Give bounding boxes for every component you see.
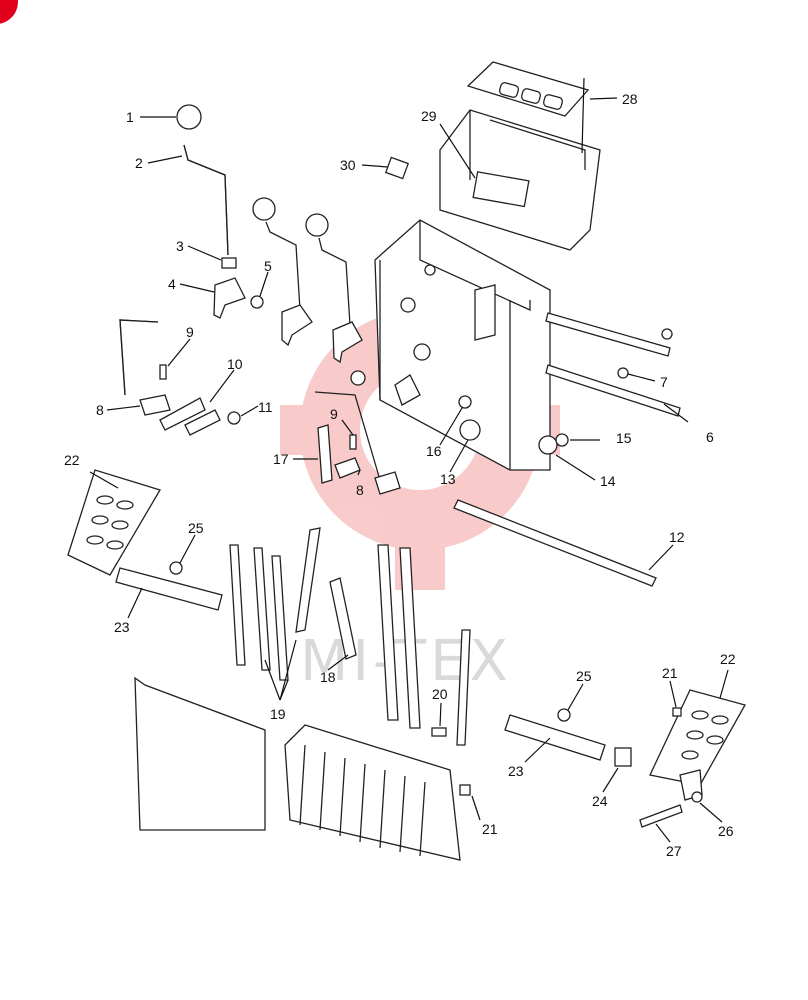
part-main-frame — [374, 219, 551, 471]
callout-6: 6 — [706, 429, 714, 445]
callout-14: 14 — [600, 473, 616, 489]
callout-2: 2 — [135, 155, 143, 171]
part-nut-21b — [672, 707, 682, 717]
callout-22b: 22 — [720, 651, 736, 667]
callout-16: 16 — [426, 443, 442, 459]
callout-18: 18 — [320, 669, 336, 685]
callout-5: 5 — [264, 258, 272, 274]
callout-3: 3 — [176, 238, 184, 254]
callout-25a: 25 — [188, 520, 204, 536]
part-pedal-shaft-left — [115, 567, 223, 611]
callout-21a: 21 — [482, 821, 498, 837]
callout-8b: 8 — [356, 482, 364, 498]
watermark-text: MI-TEX — [300, 629, 512, 694]
callout-11: 11 — [258, 399, 273, 415]
part-shaft-6 — [545, 364, 681, 417]
leader-lines — [89, 77, 729, 843]
corner-mark — [0, 0, 18, 24]
callout-27: 27 — [666, 843, 682, 859]
callout-20: 20 — [432, 686, 448, 702]
callout-12: 12 — [669, 529, 685, 545]
part-linkage-block — [284, 724, 461, 861]
callout-19: 19 — [270, 706, 286, 722]
part-console-housing — [439, 109, 601, 251]
part-bracket-4 — [213, 277, 246, 319]
part-nut-3 — [221, 257, 237, 269]
part-bolt-15 — [555, 433, 569, 447]
callout-9a: 9 — [186, 324, 194, 340]
callout-4: 4 — [168, 276, 176, 292]
part-rod-right-a — [377, 544, 399, 721]
callout-30: 30 — [340, 157, 356, 173]
part-pin-9a — [159, 364, 167, 380]
callout-labels: 1 2 3 4 5 6 7 8 8 9 9 10 11 12 13 14 15 … — [64, 91, 736, 859]
callout-1: 1 — [126, 109, 134, 125]
part-rod-18b — [329, 577, 357, 660]
part-bushing-5 — [250, 295, 264, 309]
part-ring-25a — [169, 561, 183, 575]
part-rod-right-b — [399, 547, 421, 729]
part-pedal-shaft-right — [504, 714, 606, 761]
part-small-plate — [384, 156, 410, 180]
part-shaft-12 — [453, 499, 657, 587]
callout-8a: 8 — [96, 402, 104, 418]
part-bushing-11 — [227, 411, 241, 425]
part-fitting-26 — [691, 791, 703, 803]
callout-24: 24 — [592, 793, 608, 809]
callout-21b: 21 — [662, 665, 678, 681]
callout-28: 28 — [622, 91, 638, 107]
callout-25b: 25 — [576, 668, 592, 684]
part-washer-13 — [459, 419, 481, 441]
callout-10: 10 — [227, 356, 243, 372]
callout-23a: 23 — [114, 619, 130, 635]
callout-17: 17 — [273, 451, 289, 467]
callout-26: 26 — [718, 823, 734, 839]
part-ring-7 — [617, 367, 629, 379]
part-nut-21 — [459, 784, 471, 796]
part-cover-panel — [134, 676, 266, 831]
callout-9b: 9 — [330, 406, 338, 422]
part-pedal-right — [649, 689, 746, 786]
part-knob-1 — [176, 104, 202, 130]
part-plate-center — [394, 374, 421, 406]
callout-22a: 22 — [64, 452, 80, 468]
part-washer-14 — [538, 435, 558, 455]
part-link-10 — [159, 397, 206, 431]
part-bushing-16 — [458, 395, 472, 409]
callout-29: 29 — [421, 108, 437, 124]
callout-13: 13 — [440, 471, 456, 487]
part-bushing-24 — [614, 747, 632, 767]
part-ring-25b — [557, 708, 571, 722]
part-rod-right-c — [456, 629, 471, 746]
part-pedal-left — [67, 469, 161, 576]
callout-23b: 23 — [508, 763, 524, 779]
part-knob-right — [305, 213, 329, 237]
part-pin-9b — [349, 434, 357, 450]
callout-15: 15 — [616, 430, 632, 446]
part-knob-mid — [252, 197, 276, 221]
part-pin-27 — [639, 804, 683, 828]
part-shaft-upper — [545, 312, 671, 357]
part-link-17 — [317, 424, 333, 484]
part-rods-19 — [229, 544, 289, 681]
part-rod-18a — [295, 527, 321, 633]
part-lever-8 — [119, 319, 159, 396]
part-cover-plate — [466, 61, 590, 117]
callout-7: 7 — [660, 374, 668, 390]
part-bolt-20 — [431, 727, 447, 737]
